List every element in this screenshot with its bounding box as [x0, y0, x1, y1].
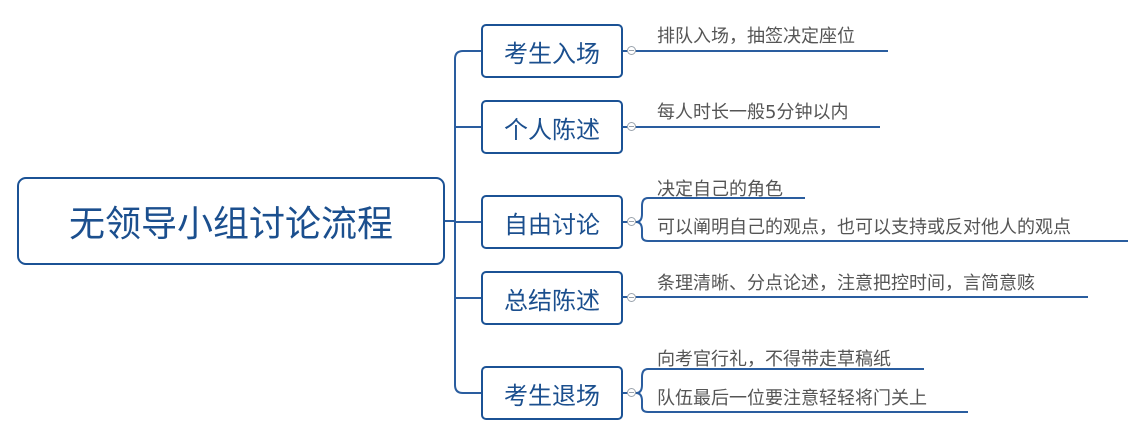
leaf-text[interactable]: 可以阐明自己的观点，也可以支持或反对他人的观点: [657, 217, 1071, 238]
collapse-icon[interactable]: [627, 388, 636, 397]
collapse-icon[interactable]: [627, 293, 636, 302]
leaf-split-connector: [635, 368, 649, 394]
branch-node-exit[interactable]: 考生退场: [481, 366, 623, 420]
root-node[interactable]: 无领导小组讨论流程: [17, 177, 445, 265]
collapse-icon[interactable]: [627, 122, 636, 131]
leaf-split-connector: [635, 221, 649, 242]
leaf-text[interactable]: 向考官行礼，不得带走草稿纸: [657, 349, 891, 370]
leaf-text[interactable]: 每人时长一般5分钟以内: [657, 102, 849, 123]
leaf-split-connector: [635, 197, 649, 223]
branch-node-summary[interactable]: 总结陈述: [481, 271, 623, 325]
leaf-text[interactable]: 排队入场，抽签决定座位: [657, 26, 855, 47]
leaf-text[interactable]: 队伍最后一位要注意轻轻将门关上: [657, 388, 927, 409]
branch-node-entry[interactable]: 考生入场: [481, 24, 623, 78]
collapse-icon[interactable]: [627, 46, 636, 55]
branch-node-discussion[interactable]: 自由讨论: [481, 195, 623, 249]
leaf-split-connector: [635, 392, 649, 413]
branch-node-statement[interactable]: 个人陈述: [481, 100, 623, 154]
leaf-text[interactable]: 条理清晰、分点论述，注意把控时间，言简意赅: [657, 273, 1035, 294]
leaf-text[interactable]: 决定自己的角色: [657, 179, 783, 200]
collapse-icon[interactable]: [627, 217, 636, 226]
